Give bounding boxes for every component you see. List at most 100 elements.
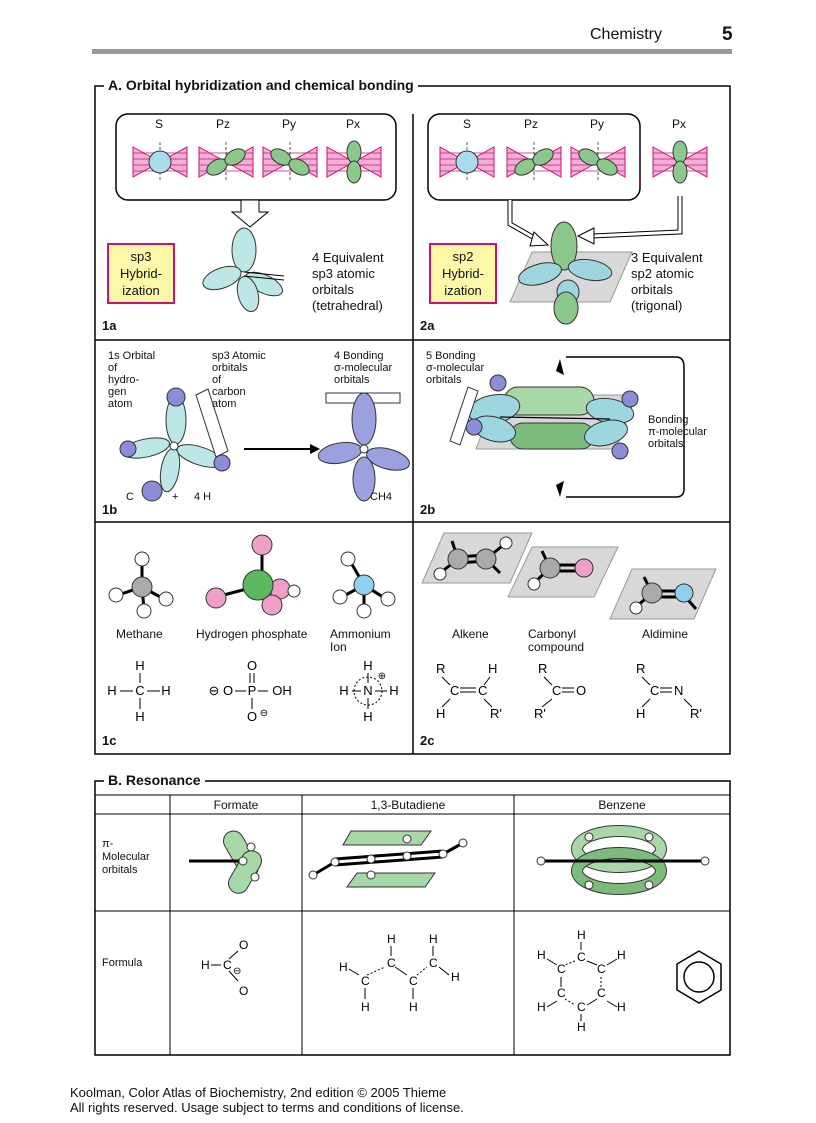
text-line: σ-molecular xyxy=(334,362,393,374)
svg-text:C: C xyxy=(223,958,232,972)
section-b-title: B. Resonance xyxy=(104,772,205,788)
svg-text:⊖: ⊖ xyxy=(260,708,268,719)
orbital-label-s-2: S xyxy=(463,117,472,131)
text-line: Ammonium xyxy=(330,627,391,641)
page-number: 5 xyxy=(722,24,733,45)
svg-text:C: C xyxy=(557,962,566,976)
svg-text:⊕: ⊕ xyxy=(378,671,386,682)
desc-line: 3 Equivalent xyxy=(631,250,703,265)
svg-text:N: N xyxy=(674,683,683,698)
svg-text:⊖: ⊖ xyxy=(233,966,241,977)
text-line: gen xyxy=(108,386,127,398)
text-line: π-molecular xyxy=(648,426,707,438)
svg-text:H: H xyxy=(201,958,210,972)
svg-text:C: C xyxy=(361,974,370,988)
svg-text:H: H xyxy=(429,932,438,946)
running-header-title: Chemistry xyxy=(590,26,663,43)
svg-text:C: C xyxy=(552,683,561,698)
svg-text:OH: OH xyxy=(272,683,292,698)
row-header-pi-orbitals: π- Molecular orbitals xyxy=(102,838,150,877)
panel-1a-illustration xyxy=(115,113,397,313)
desc-line: (trigonal) xyxy=(631,298,683,313)
text-line: orbitals xyxy=(334,374,370,386)
desc-line: orbitals xyxy=(631,282,673,297)
desc-line: sp3 atomic xyxy=(312,266,375,281)
text-line: sp3 Atomic xyxy=(212,350,266,362)
text-line: orbitals xyxy=(648,438,684,450)
hybrid-box-line: ization xyxy=(122,283,160,298)
copyright-footer: Koolman, Color Atlas of Biochemistry, 2n… xyxy=(70,1085,464,1115)
svg-text:C: C xyxy=(577,1000,586,1014)
column-header-benzene: Benzene xyxy=(598,798,646,812)
desc-line: orbitals xyxy=(312,282,354,297)
svg-text:H: H xyxy=(409,1000,418,1014)
svg-text:H: H xyxy=(389,683,398,698)
svg-text:H: H xyxy=(363,709,372,724)
text-line: orbitals xyxy=(212,362,248,374)
svg-text:H: H xyxy=(107,683,116,698)
svg-text:H: H xyxy=(339,683,348,698)
svg-text:H: H xyxy=(537,948,546,962)
text-line: Ion xyxy=(330,640,347,654)
svg-text:H: H xyxy=(537,1000,546,1014)
text-line: 5 Bonding xyxy=(426,350,476,362)
svg-text:H: H xyxy=(436,706,445,721)
svg-text:C: C xyxy=(478,683,487,698)
svg-text:O: O xyxy=(247,658,257,673)
p2b-pi-text: Bonding π-molecular orbitals xyxy=(648,414,707,450)
svg-text:R: R xyxy=(436,661,445,676)
svg-text:H: H xyxy=(161,683,170,698)
svg-text:C: C xyxy=(577,950,586,964)
panel-2a-illustration xyxy=(427,113,708,325)
svg-text:H: H xyxy=(577,1020,586,1034)
text-line: σ-molecular xyxy=(426,362,485,374)
svg-text:C: C xyxy=(450,683,459,698)
svg-text:H: H xyxy=(636,706,645,721)
orbital-label-s: S xyxy=(155,117,164,131)
p1b-col1-text: 1s Orbital of hydro- gen atom xyxy=(108,350,155,410)
svg-text:H: H xyxy=(451,970,460,984)
column-header-formate: Formate xyxy=(213,798,259,812)
text-line: 1s Orbital xyxy=(108,350,156,362)
orbital-label-py-2: Py xyxy=(590,117,605,131)
svg-text:H: H xyxy=(363,658,372,673)
text-line: Molecular xyxy=(102,851,150,863)
p1a-description: 4 Equivalent sp3 atomic orbitals (tetrah… xyxy=(312,250,384,314)
svg-text:C: C xyxy=(597,986,606,1000)
panel-label-1b: 1b xyxy=(102,502,118,517)
p1b-col3-text: 4 Bonding σ-molecular orbitals xyxy=(334,350,392,386)
svg-text:H: H xyxy=(488,661,497,676)
hybrid-box-line: sp3 xyxy=(130,249,152,264)
p1b-product: CH4 xyxy=(370,491,393,503)
svg-text:H: H xyxy=(617,1000,626,1014)
svg-text:R': R' xyxy=(690,706,702,721)
text-line: Carbonyl xyxy=(528,627,577,641)
svg-text:C: C xyxy=(429,956,438,970)
svg-text:H: H xyxy=(387,932,396,946)
svg-text:P: P xyxy=(248,683,257,698)
panel-label-2c: 2c xyxy=(420,733,435,748)
row-header-formula: Formula xyxy=(102,957,143,969)
svg-text:H: H xyxy=(361,1000,370,1014)
svg-text:H: H xyxy=(135,658,144,673)
panel-1b-illustration xyxy=(119,387,410,502)
svg-text:C: C xyxy=(409,974,418,988)
section-a-title: A. Orbital hybridization and chemical bo… xyxy=(104,77,418,93)
p2a-description: 3 Equivalent sp2 atomic orbitals (trigon… xyxy=(631,250,703,314)
svg-text:O: O xyxy=(223,683,233,698)
panel-2b-illustration xyxy=(449,356,685,498)
orbital-label-py: Py xyxy=(282,117,297,131)
svg-text:C: C xyxy=(387,956,396,970)
svg-text:H: H xyxy=(617,948,626,962)
sp2-hybridization-box: sp2 Hybrid- ization xyxy=(429,243,497,304)
panel-label-2a: 2a xyxy=(420,318,435,333)
svg-text:O: O xyxy=(247,709,257,724)
desc-line: (tetrahedral) xyxy=(312,298,383,313)
p2b-sigma-text: 5 Bonding σ-molecular orbitals xyxy=(426,350,484,386)
hybrid-box-line: Hybrid- xyxy=(120,266,162,281)
text-line: atom xyxy=(212,398,237,410)
hybrid-box-line: sp2 xyxy=(452,249,474,264)
text-line: compound xyxy=(528,640,585,654)
sp3-hybridization-box: sp3 Hybrid- ization xyxy=(107,243,175,304)
